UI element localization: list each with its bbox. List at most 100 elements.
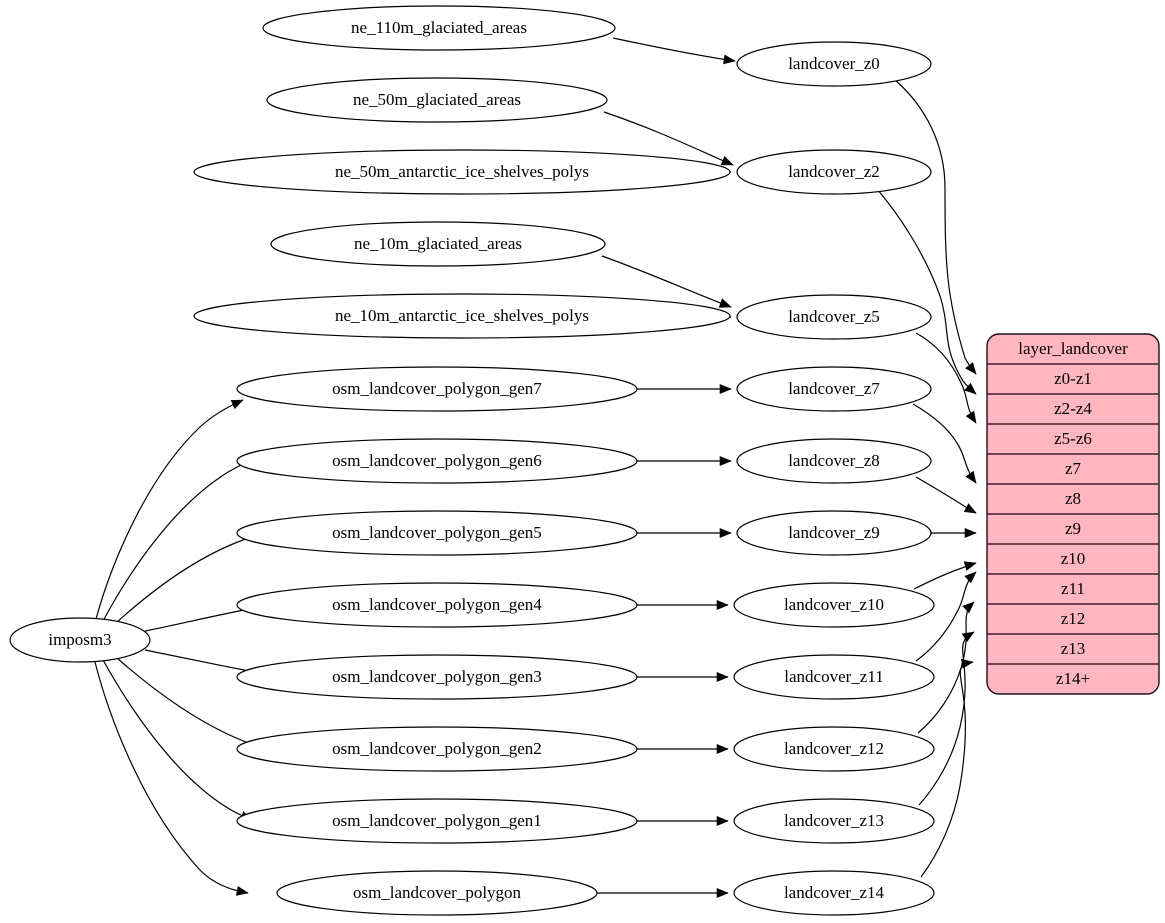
source-node-osm_landcover_polygon_gen1[interactable]: osm_landcover_polygon_gen1 xyxy=(236,798,638,844)
node-label: landcover_z9 xyxy=(788,523,880,542)
table-row-label[interactable]: z7 xyxy=(1065,459,1082,478)
mid-node-landcover_z12[interactable]: landcover_z12 xyxy=(733,726,935,772)
source-node-ne_50m_glaciated_areas[interactable]: ne_50m_glaciated_areas xyxy=(266,77,608,123)
table-row-label[interactable]: z13 xyxy=(1061,639,1086,658)
mid-node-landcover_z7[interactable]: landcover_z7 xyxy=(736,366,932,412)
node-shape xyxy=(733,870,935,916)
node-label: landcover_z8 xyxy=(788,451,880,470)
node-shape xyxy=(9,617,151,663)
source-node-osm_landcover_polygon_gen5[interactable]: osm_landcover_polygon_gen5 xyxy=(236,510,638,556)
node-label: osm_landcover_polygon_gen7 xyxy=(332,379,542,398)
table-row-label[interactable]: z11 xyxy=(1061,579,1085,598)
edge-imposm3-to-osm_landcover_polygon xyxy=(94,661,249,894)
arrow-head xyxy=(719,384,732,394)
table-row-label[interactable]: z2-z4 xyxy=(1054,399,1092,418)
table-row-label[interactable]: z12 xyxy=(1061,609,1086,628)
node-shape xyxy=(236,654,638,700)
edge-landcover_z2-to-layer_landcover_row_1 xyxy=(876,188,977,395)
edge-landcover_z0-to-layer_landcover_row_0 xyxy=(894,79,977,375)
arrow-head xyxy=(963,503,977,514)
arrow-head xyxy=(963,561,977,571)
node-label: landcover_z2 xyxy=(788,162,880,181)
node-shape xyxy=(736,294,932,340)
node-shape xyxy=(736,438,932,484)
table-row-label[interactable]: z14+ xyxy=(1056,669,1090,688)
table-header-label: layer_landcover xyxy=(1018,339,1128,358)
node-label: landcover_z10 xyxy=(784,595,884,614)
node-label: osm_landcover_polygon_gen1 xyxy=(332,811,542,830)
source-nodes-layer: imposm3 ne_110m_glaciated_areas ne_50m_gla… xyxy=(9,5,731,916)
node-shape xyxy=(236,366,638,412)
arrow-head xyxy=(230,399,244,410)
source-node-ne_10m_antarctic_ice_shelves_polys[interactable]: ne_10m_antarctic_ice_shelves_polys xyxy=(193,293,731,339)
node-label: osm_landcover_polygon_gen3 xyxy=(332,667,542,686)
arrow-head xyxy=(964,382,977,395)
edge-ne_10m_glaciated_areas-to-landcover_z5 xyxy=(601,255,732,308)
node-label: ne_50m_antarctic_ice_shelves_polys xyxy=(335,162,589,181)
node-label: osm_landcover_polygon_gen4 xyxy=(332,595,542,614)
mid-node-landcover_z13[interactable]: landcover_z13 xyxy=(733,798,935,844)
source-node-osm_landcover_polygon_gen4[interactable]: osm_landcover_polygon_gen4 xyxy=(236,582,638,628)
node-shape xyxy=(236,438,638,484)
node-shape xyxy=(736,510,932,556)
mid-node-landcover_z9[interactable]: landcover_z9 xyxy=(736,510,932,556)
arrow-head xyxy=(965,470,977,484)
mid-node-landcover_z0[interactable]: landcover_z0 xyxy=(736,41,932,87)
node-shape xyxy=(266,77,608,123)
edge-ne_110m_glaciated_areas-to-landcover_z0 xyxy=(612,37,736,62)
node-shape xyxy=(193,149,731,195)
table-row-label[interactable]: z10 xyxy=(1061,549,1086,568)
table-row-label[interactable]: z0-z1 xyxy=(1054,369,1092,388)
node-shape xyxy=(736,41,932,87)
mid-node-landcover_z11[interactable]: landcover_z11 xyxy=(733,654,935,700)
mid-nodes-layer: landcover_z0 landcover_z2 landcover_z5land… xyxy=(733,41,935,916)
source-node-osm_landcover_polygon_gen2[interactable]: osm_landcover_polygon_gen2 xyxy=(236,726,638,772)
arrow-head xyxy=(964,571,977,584)
source-node-ne_110m_glaciated_areas[interactable]: ne_110m_glaciated_areas xyxy=(262,5,616,51)
mid-node-landcover_z8[interactable]: landcover_z8 xyxy=(736,438,932,484)
table-row-label[interactable]: z8 xyxy=(1065,489,1081,508)
node-shape xyxy=(736,366,932,412)
node-shape xyxy=(270,221,606,267)
arrow-head xyxy=(720,155,734,166)
node-label: landcover_z13 xyxy=(784,811,884,830)
source-node-ne_50m_antarctic_ice_shelves_polys[interactable]: ne_50m_antarctic_ice_shelves_polys xyxy=(193,149,731,195)
node-shape xyxy=(276,870,598,916)
source-node-osm_landcover_polygon[interactable]: osm_landcover_polygon xyxy=(276,870,598,916)
node-shape xyxy=(193,293,731,339)
node-label: landcover_z11 xyxy=(784,667,883,686)
arrow-head xyxy=(719,528,732,538)
table-row-label[interactable]: z5-z6 xyxy=(1054,429,1092,448)
node-shape xyxy=(262,5,616,51)
source-node-imposm3[interactable]: imposm3 xyxy=(9,617,151,663)
mid-node-landcover_z14[interactable]: landcover_z14 xyxy=(733,870,935,916)
node-shape xyxy=(733,582,935,628)
mid-node-landcover_z5[interactable]: landcover_z5 xyxy=(736,294,932,340)
mid-node-landcover_z10[interactable]: landcover_z10 xyxy=(733,582,935,628)
node-label: osm_landcover_polygon xyxy=(353,883,522,902)
arrow-head xyxy=(718,298,732,308)
source-node-ne_10m_glaciated_areas[interactable]: ne_10m_glaciated_areas xyxy=(270,221,606,267)
node-shape xyxy=(736,149,932,195)
layer-landcover-table: layer_landcover z0-z1 z2-z4 z5-z6 z7 z8 z9 z10 z… xyxy=(986,333,1160,695)
mid-node-landcover_z2[interactable]: landcover_z2 xyxy=(736,149,932,195)
node-label: ne_50m_glaciated_areas xyxy=(353,90,521,109)
node-label: ne_10m_antarctic_ice_shelves_polys xyxy=(335,306,589,325)
node-label: landcover_z12 xyxy=(784,739,884,758)
source-node-osm_landcover_polygon_gen3[interactable]: osm_landcover_polygon_gen3 xyxy=(236,654,638,700)
arrow-head xyxy=(719,456,732,466)
source-node-osm_landcover_polygon_gen7[interactable]: osm_landcover_polygon_gen7 xyxy=(236,366,638,412)
arrow-head xyxy=(962,601,975,614)
source-node-osm_landcover_polygon_gen6[interactable]: osm_landcover_polygon_gen6 xyxy=(236,438,638,484)
node-shape xyxy=(733,726,935,772)
node-shape xyxy=(733,654,935,700)
node-label: osm_landcover_polygon_gen5 xyxy=(332,523,542,542)
node-label: osm_landcover_polygon_gen6 xyxy=(332,451,542,470)
arrow-head xyxy=(716,672,729,682)
node-label: imposm3 xyxy=(48,630,111,649)
arrow-head xyxy=(961,631,975,643)
table-row-label[interactable]: z9 xyxy=(1065,519,1081,538)
node-shape xyxy=(733,798,935,844)
arrow-head xyxy=(965,362,977,375)
